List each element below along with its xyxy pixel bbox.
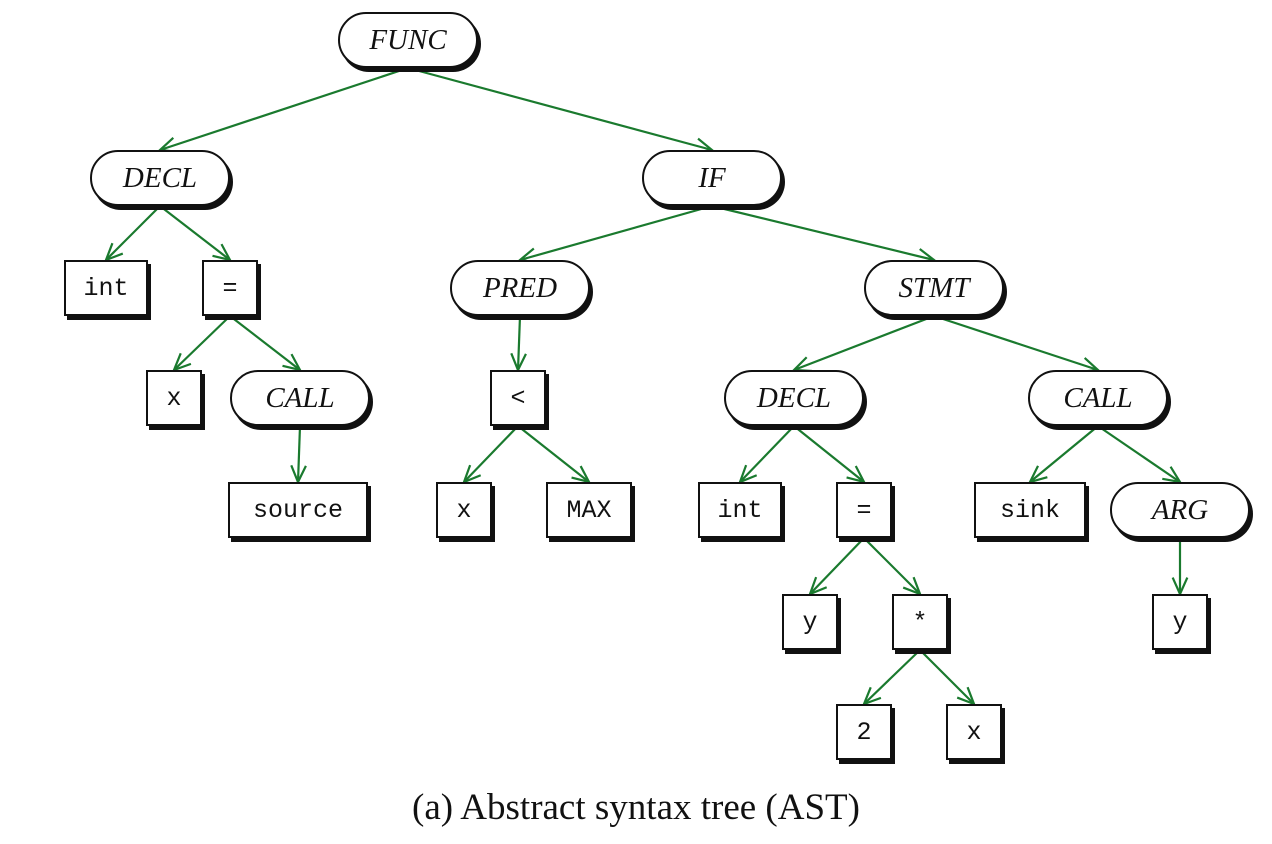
edge-func-decl1 xyxy=(157,66,409,153)
node-eq2: = xyxy=(836,482,892,538)
edge-arg-y2 xyxy=(1171,538,1189,597)
edge-pred-lt xyxy=(510,315,527,373)
node-x3: x xyxy=(946,704,1002,760)
node-sink: sink xyxy=(974,482,1086,538)
node-label: < xyxy=(510,383,526,413)
edge-mul-two xyxy=(862,649,921,706)
edge-eq2-y1 xyxy=(808,537,865,596)
node-label: PRED xyxy=(482,271,558,304)
node-label: DECL xyxy=(122,161,198,194)
node-label: 2 xyxy=(856,717,872,747)
node-mul: * xyxy=(892,594,948,650)
edge-eq2-mul xyxy=(863,537,922,596)
node-max: MAX xyxy=(546,482,632,538)
node-call1: CALL xyxy=(230,370,370,426)
edge-stmt-decl2 xyxy=(791,314,935,373)
node-label: x xyxy=(966,717,982,747)
node-int2: int xyxy=(698,482,782,538)
node-int1: int xyxy=(64,260,148,316)
node-label: y xyxy=(1172,607,1188,637)
edge-lt-max xyxy=(517,425,592,484)
node-label: IF xyxy=(698,161,726,194)
node-y1: y xyxy=(782,594,838,650)
edge-eq1-x1 xyxy=(172,315,231,372)
node-label: x xyxy=(166,383,182,413)
node-label: sink xyxy=(999,495,1060,525)
node-arg: ARG xyxy=(1110,482,1250,538)
edge-decl2-int2 xyxy=(738,425,795,484)
edge-mul-x3 xyxy=(919,649,976,706)
node-label: int xyxy=(717,495,763,525)
node-label: y xyxy=(802,607,818,637)
edge-layer xyxy=(104,66,1189,706)
node-label: source xyxy=(252,495,343,525)
edge-eq1-call1 xyxy=(229,315,303,372)
node-call2: CALL xyxy=(1028,370,1168,426)
edge-if-stmt xyxy=(711,204,937,265)
node-two: 2 xyxy=(836,704,892,760)
node-label: DECL xyxy=(756,381,832,414)
edge-if-pred xyxy=(517,204,713,264)
node-label: = xyxy=(856,495,872,525)
edge-decl1-int1 xyxy=(104,205,161,262)
node-source: source xyxy=(228,482,368,538)
node-y2: y xyxy=(1152,594,1208,650)
edge-decl2-eq2 xyxy=(793,425,867,484)
node-func: FUNC xyxy=(338,12,478,68)
edge-call2-sink xyxy=(1027,425,1099,484)
figure-caption: (a) Abstract syntax tree (AST) xyxy=(412,787,860,828)
node-stmt: STMT xyxy=(864,260,1004,316)
node-eq1: = xyxy=(202,260,258,316)
node-label: * xyxy=(912,607,928,637)
node-x1: x xyxy=(146,370,202,426)
node-x2: x xyxy=(436,482,492,538)
node-label: ARG xyxy=(1151,493,1209,526)
node-pred: PRED xyxy=(450,260,590,316)
node-label: int xyxy=(83,273,129,303)
node-decl1: DECL xyxy=(90,150,230,206)
node-label: = xyxy=(222,273,238,303)
edge-stmt-call2 xyxy=(933,314,1101,373)
node-label: MAX xyxy=(566,495,612,525)
edge-func-if xyxy=(407,66,715,154)
edge-call1-source xyxy=(290,425,307,485)
edge-call2-arg xyxy=(1097,425,1183,484)
arrowhead xyxy=(1162,466,1183,484)
node-label: x xyxy=(456,495,472,525)
node-lt: < xyxy=(490,370,546,426)
node-label: CALL xyxy=(265,381,335,414)
node-if: IF xyxy=(642,150,782,206)
edge-lt-x2 xyxy=(462,425,519,484)
node-decl2: DECL xyxy=(724,370,864,426)
node-label: FUNC xyxy=(369,23,447,56)
node-label: CALL xyxy=(1063,381,1133,414)
node-label: STMT xyxy=(898,271,970,304)
edge-decl1-eq1 xyxy=(159,205,233,262)
